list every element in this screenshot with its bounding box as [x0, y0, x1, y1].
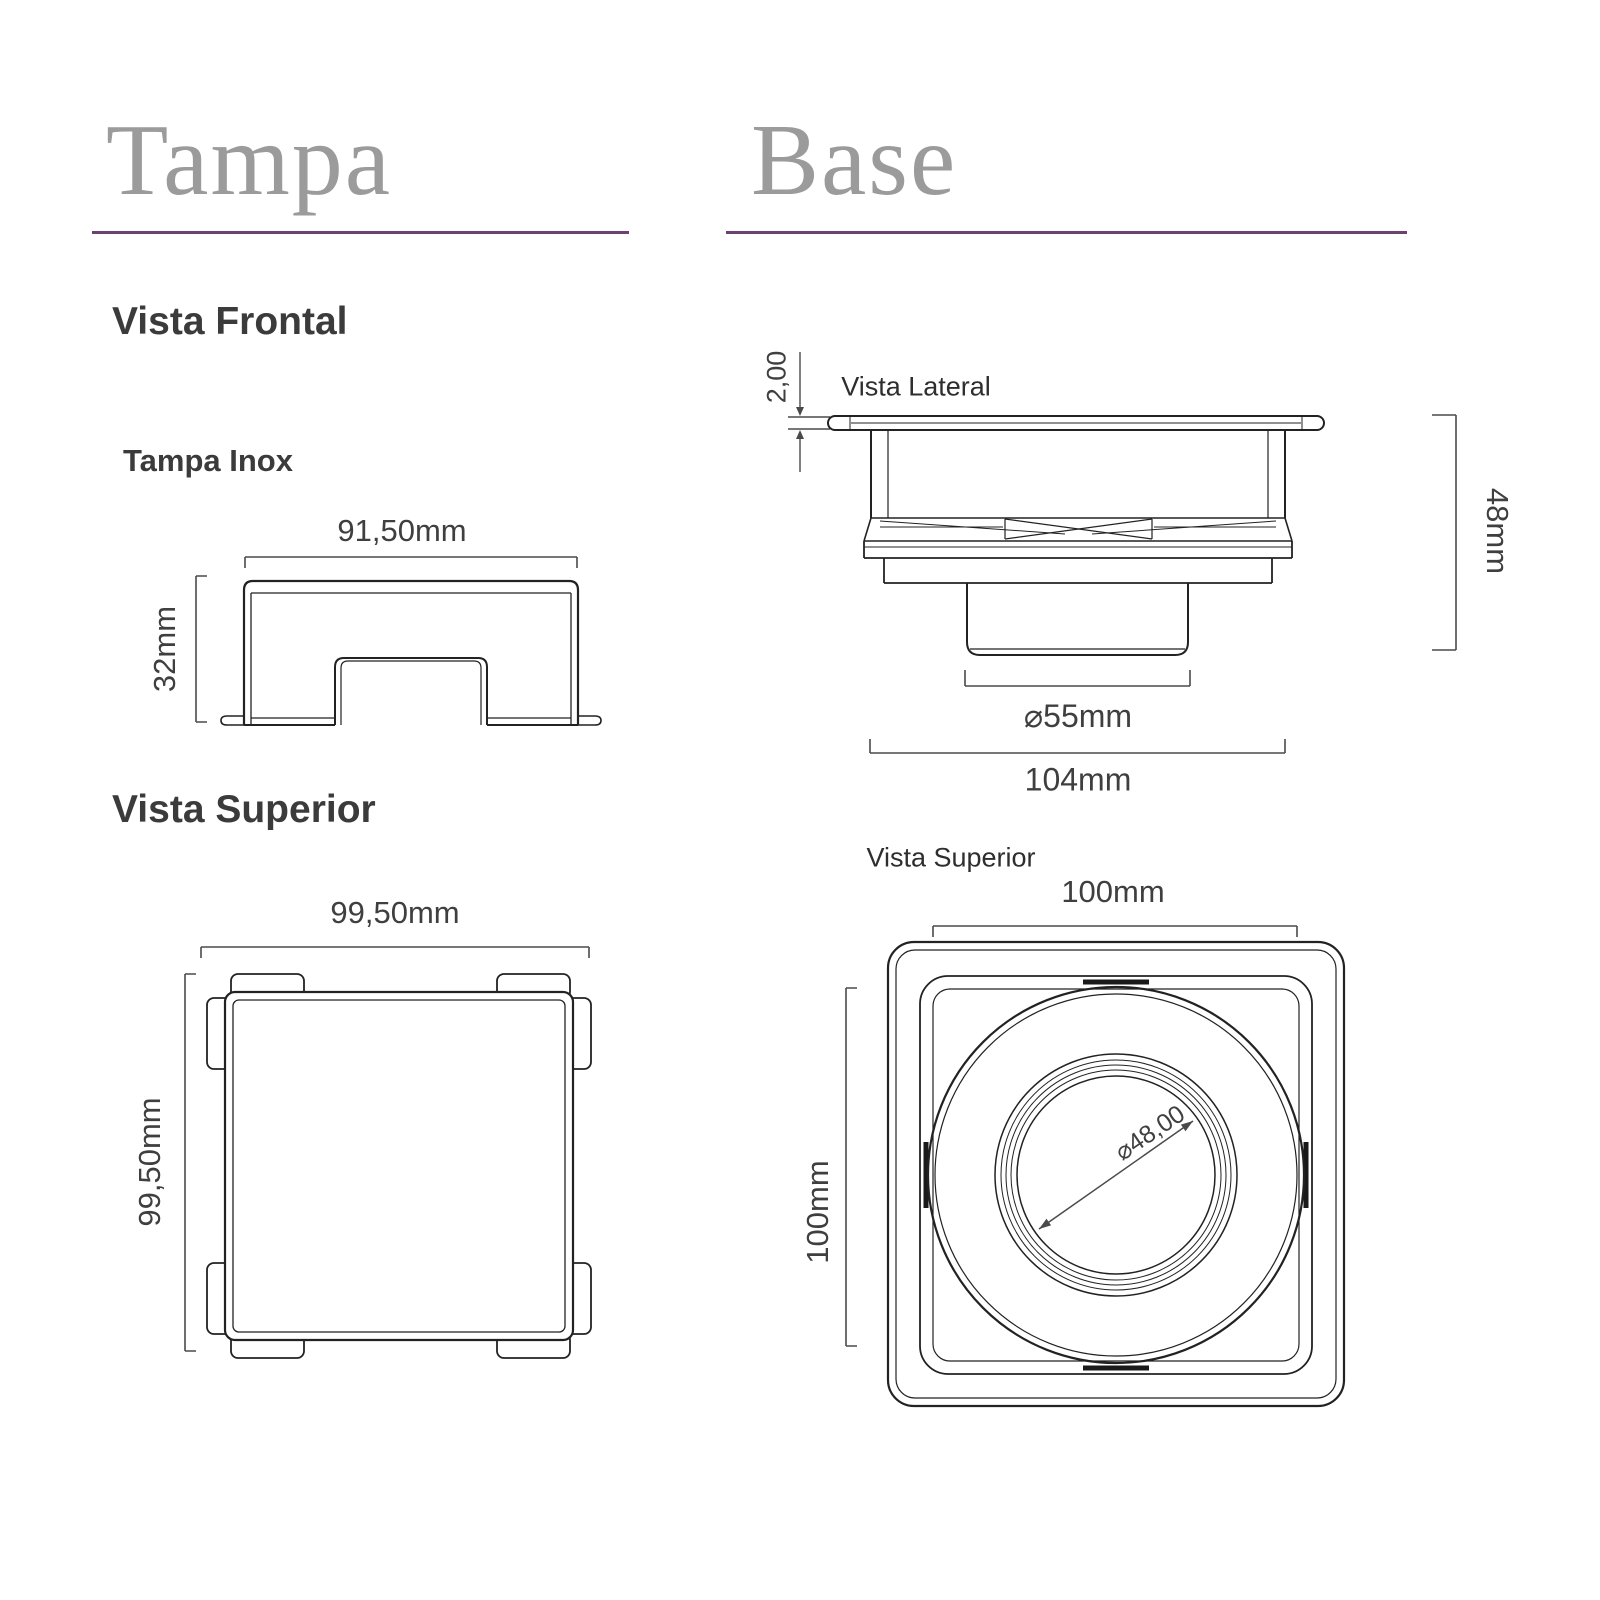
tampa-top-height-dim: 99,50mm [132, 1097, 167, 1227]
base-top-view-label: Vista Superior [866, 842, 1036, 873]
base-side-height-dim: 48mm [1480, 487, 1515, 575]
cover-profile-inner [250, 592, 572, 725]
base-middle-band [863, 541, 1293, 559]
tampa-front-width-dim: 91,50mm [337, 513, 467, 548]
base-title-underline [726, 231, 1407, 234]
cover-foot-left [220, 715, 244, 726]
base-flange-details [849, 416, 1303, 430]
base-side-view-label: Vista Lateral [841, 371, 991, 402]
tampa-front-height-dim: 32mm [147, 605, 182, 693]
base-body-walls-inner [887, 430, 1269, 518]
tampa-title-underline [92, 231, 629, 234]
base-frame-clips [923, 979, 1309, 1371]
dim-bracket-outlet [964, 670, 1191, 687]
base-seat-band [863, 517, 1293, 542]
tampa-top-view-drawing [184, 946, 592, 1359]
base-seat-details [879, 520, 1277, 535]
dim-flange-thickness [788, 352, 830, 472]
base-top-width-dim: 100mm [1061, 874, 1165, 909]
dim-bracket-base-width [932, 925, 1298, 937]
dim-bracket-width-top [200, 946, 590, 958]
base-inner-frame [919, 975, 1313, 1375]
base-section-title: Base [751, 104, 958, 217]
base-top-view-drawing [845, 925, 1346, 1408]
cover-plate-inner [232, 999, 566, 1333]
base-flange-thickness-dim: 2,00 [761, 350, 792, 404]
tampa-inox-subheading: Tampa Inox [123, 443, 293, 478]
base-inner-frame-inner-line [932, 988, 1300, 1362]
cover-plate-outer [223, 990, 575, 1342]
base-valve-cross [1004, 518, 1153, 540]
dim-bracket-side-height [1432, 414, 1457, 651]
dim-arrow-inner-diameter [1038, 1120, 1194, 1230]
cover-foot-right [578, 715, 602, 726]
base-square-outer-inner-line [895, 949, 1337, 1399]
cover-profile-outer [242, 579, 580, 725]
dim-bracket-width-front [244, 556, 578, 568]
tampa-front-view-drawing [195, 556, 602, 726]
base-side-view-drawing [788, 352, 1457, 754]
cover-notch-inner [340, 660, 482, 725]
base-body-walls [870, 430, 1286, 518]
dim-bracket-height-top [184, 973, 196, 1352]
base-outlet-pipe [966, 583, 1189, 656]
cover-notch-outer [334, 657, 488, 725]
dim-bracket-side-width [869, 739, 1286, 754]
dim-bracket-height-front [195, 575, 207, 723]
base-circles [926, 985, 1306, 1365]
tampa-top-width-dim: 99,50mm [330, 895, 460, 930]
dim-bracket-base-height [845, 987, 857, 1347]
base-square-outer [886, 940, 1346, 1408]
base-top-height-dim: 100mm [800, 1160, 835, 1264]
base-outlet-diameter-dim: ⌀55mm [1023, 698, 1133, 734]
base-step [883, 558, 1273, 584]
base-side-width-dim: 104mm [1024, 761, 1132, 798]
tampa-top-view-heading: Vista Superior [112, 788, 376, 831]
tampa-section-title: Tampa [106, 104, 393, 217]
tampa-front-view-heading: Vista Frontal [112, 300, 348, 343]
